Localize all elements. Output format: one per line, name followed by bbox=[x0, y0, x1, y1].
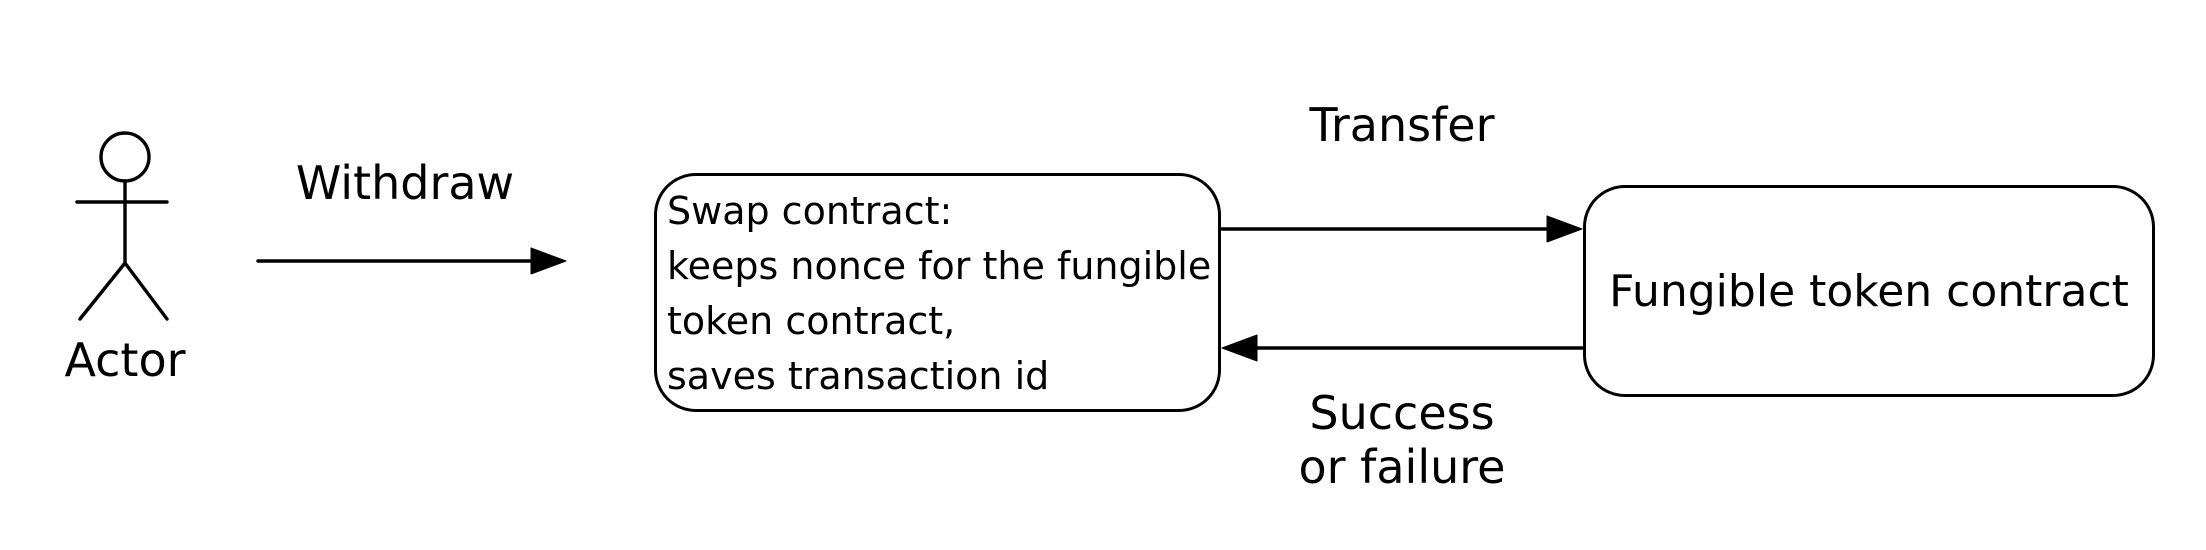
swap-contract-line: token contract, bbox=[667, 299, 956, 343]
actor-icon bbox=[75, 131, 169, 321]
swap-contract-line: keeps nonce for the fungible bbox=[667, 244, 1212, 288]
withdraw-arrow-label: Withdraw bbox=[295, 156, 515, 210]
response-arrow-label: Success or failure bbox=[1298, 386, 1506, 494]
actor-label: Actor bbox=[64, 333, 186, 387]
fungible-token-contract-label: Fungible token contract bbox=[1609, 265, 2129, 317]
actor-left-leg bbox=[78, 261, 127, 321]
transfer-arrow-label: Transfer bbox=[1309, 98, 1495, 152]
swap-contract-node: Swap contract: keeps nonce for the fungi… bbox=[654, 173, 1221, 412]
response-arrow bbox=[1221, 334, 1584, 362]
transfer-arrow bbox=[1220, 215, 1583, 243]
withdraw-arrow-head bbox=[530, 247, 567, 275]
transfer-arrow-head bbox=[1546, 215, 1583, 243]
swap-contract-line: saves transaction id bbox=[667, 354, 1050, 398]
fungible-token-contract-node: Fungible token contract bbox=[1583, 185, 2155, 397]
response-arrow-head bbox=[1221, 334, 1258, 362]
swap-contract-title: Swap contract: bbox=[667, 189, 953, 233]
withdraw-arrow bbox=[256, 247, 567, 275]
actor-right-leg bbox=[123, 261, 169, 321]
actor-head bbox=[99, 131, 151, 183]
